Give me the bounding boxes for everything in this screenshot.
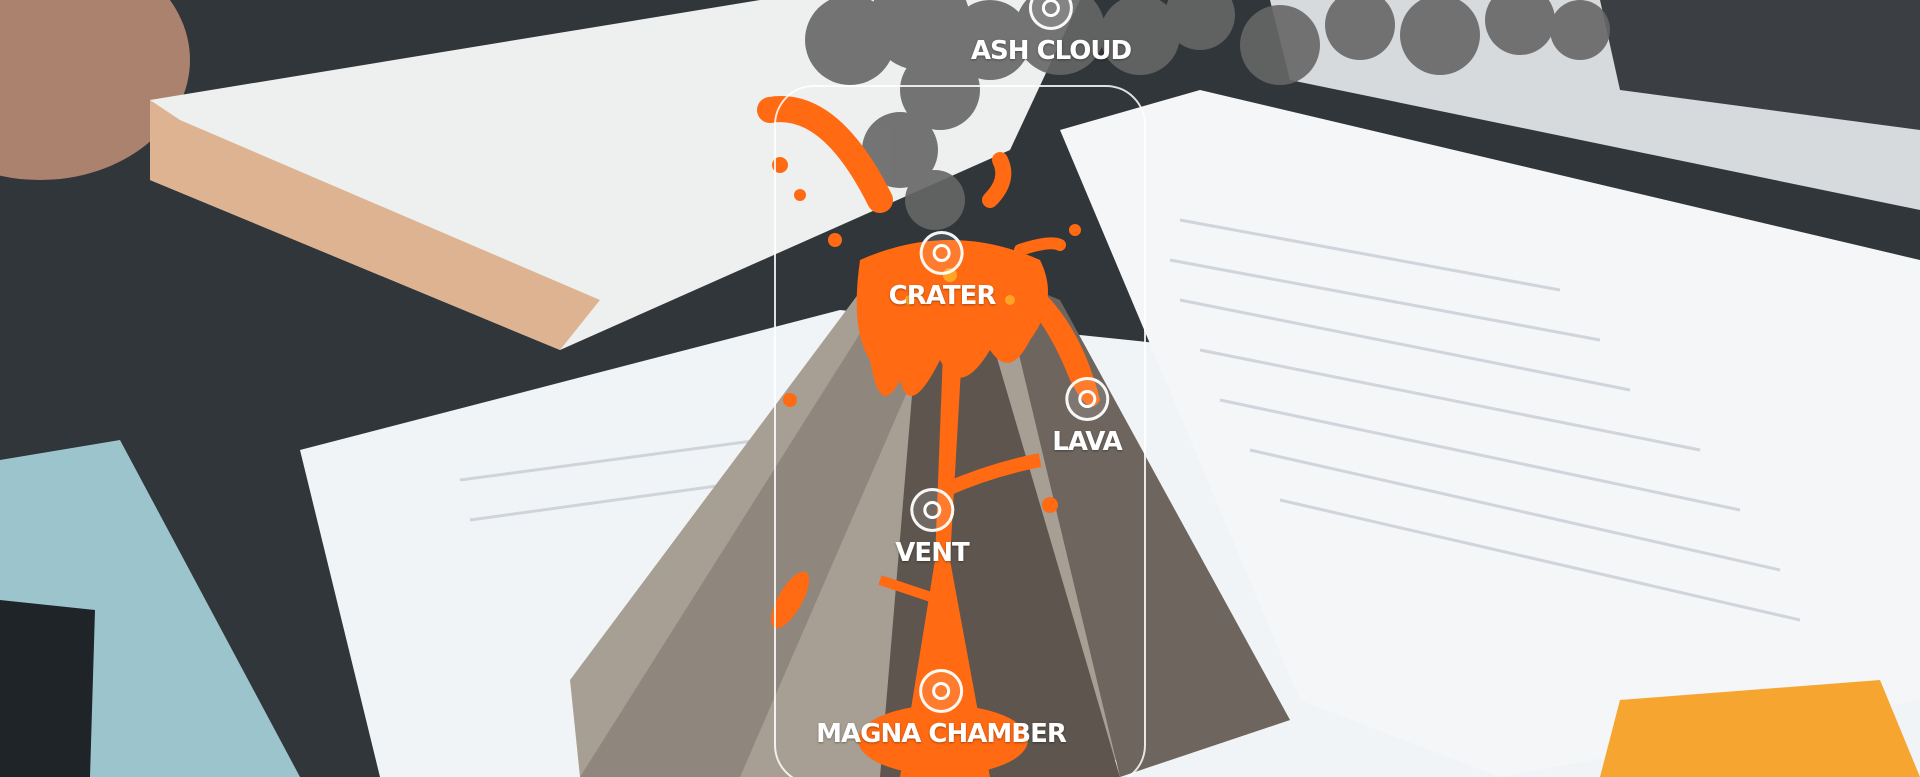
target-ring-icon bbox=[910, 488, 954, 532]
hotspot-label: LAVA bbox=[1052, 427, 1121, 457]
phone-blur bbox=[0, 600, 95, 777]
ring-center bbox=[933, 244, 951, 262]
target-ring-icon bbox=[920, 231, 964, 275]
hotspot-label: VENT bbox=[895, 538, 968, 568]
hotspot-label: ASH CLOUD bbox=[971, 36, 1131, 66]
ring-center bbox=[1078, 390, 1096, 408]
ring-center bbox=[932, 682, 950, 700]
lava-splash-far-right bbox=[1020, 243, 1060, 250]
hotspot-label: MAGNA CHAMBER bbox=[816, 719, 1066, 749]
hotspot-vent[interactable]: VENT bbox=[895, 488, 968, 568]
ring-center bbox=[1042, 0, 1060, 17]
hotspot-magna-chamber[interactable]: MAGNA CHAMBER bbox=[816, 669, 1066, 749]
target-ring-icon bbox=[919, 669, 963, 713]
hotspot-crater[interactable]: CRATER bbox=[889, 231, 996, 311]
hotspot-ash-cloud[interactable]: ASH CLOUD bbox=[971, 0, 1131, 66]
hotspot-lava[interactable]: LAVA bbox=[1052, 377, 1121, 457]
target-ring-icon bbox=[1065, 377, 1109, 421]
target-ring-icon bbox=[1029, 0, 1073, 30]
hotspot-label: CRATER bbox=[889, 281, 996, 311]
ring-center bbox=[923, 501, 941, 519]
